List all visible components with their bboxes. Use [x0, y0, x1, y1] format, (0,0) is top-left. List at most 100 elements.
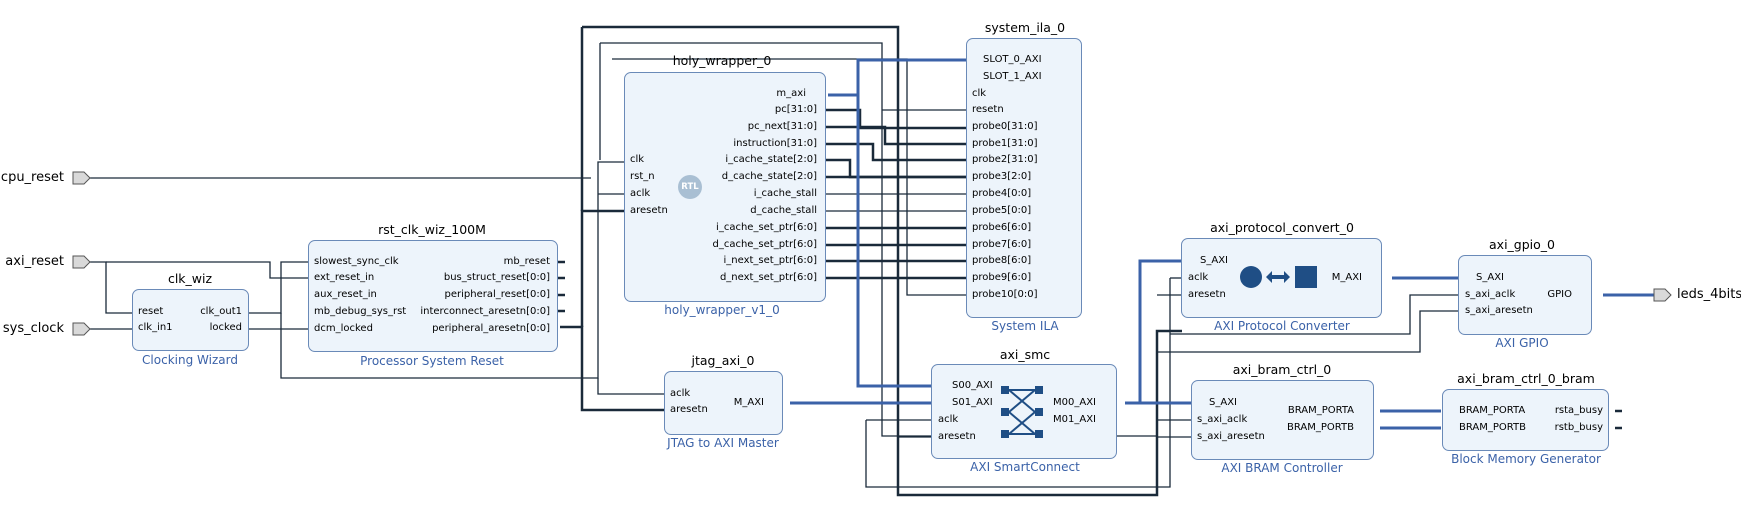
port-label: d_cache_set_ptr[6:0]: [712, 239, 817, 250]
port-label: i_cache_state[2:0]: [725, 154, 817, 165]
block-jtag-axi[interactable]: [664, 371, 783, 435]
block-subtitle: AXI GPIO: [1495, 336, 1549, 350]
port-label: S_AXI: [1476, 272, 1504, 283]
port-label: M_AXI: [733, 397, 764, 408]
port-label: m_axi: [776, 88, 806, 99]
port-label: BRAM_PORTA: [1459, 405, 1526, 416]
port-label: aclk: [1188, 272, 1209, 283]
port-label: slowest_sync_clk: [314, 256, 399, 267]
port-label: BRAM_PORTA: [1287, 405, 1354, 416]
port-label: probe7[6:0]: [972, 239, 1032, 250]
ext-port-leds[interactable]: leds_4bits: [1677, 287, 1741, 302]
port-label: clk_in1: [138, 322, 173, 333]
protocol-convert-icon: [1240, 266, 1317, 288]
port-label: S01_AXI: [952, 397, 993, 408]
port-label: probe9[6:0]: [972, 272, 1032, 283]
port-label: mb_reset: [503, 256, 550, 267]
block-subtitle: System ILA: [991, 319, 1059, 333]
port-label: probe1[31:0]: [972, 138, 1038, 149]
block-title: system_ila_0: [984, 20, 1066, 35]
block-system-ila[interactable]: [966, 38, 1082, 318]
axi-buses: [790, 58, 1656, 430]
block-subtitle: AXI Protocol Converter: [1214, 319, 1350, 333]
port-label: pc[31:0]: [774, 104, 817, 115]
block-clk-wiz[interactable]: [132, 289, 249, 351]
block-title: clk_wiz: [167, 271, 213, 286]
port-label: resetn: [972, 104, 1004, 115]
block-subtitle: AXI SmartConnect: [970, 460, 1080, 474]
port-label: locked: [209, 322, 242, 333]
port-label: aclk: [670, 388, 691, 399]
port-label: S00_AXI: [952, 380, 993, 391]
block-subtitle: Clocking Wizard: [142, 353, 238, 367]
port-label: dcm_locked: [314, 323, 373, 334]
port-label: rst_n: [630, 171, 655, 182]
port-label: instruction[31:0]: [733, 138, 817, 149]
port-label: clk: [972, 88, 987, 99]
leds-port-icon: [1653, 288, 1672, 302]
port-label: rsta_busy: [1554, 405, 1603, 416]
port-label: mb_debug_sys_rst: [314, 306, 407, 317]
ext-port-cpu-reset[interactable]: cpu_reset: [0, 170, 64, 185]
block-title: axi_bram_ctrl_0_bram: [1457, 371, 1595, 386]
port-label: pc_next[31:0]: [747, 121, 817, 132]
port-label: aux_reset_in: [314, 289, 377, 300]
port-label: aresetn: [630, 205, 668, 216]
block-title: jtag_axi_0: [691, 353, 755, 368]
ext-port-sys-clock[interactable]: sys_clock: [2, 321, 64, 336]
port-label: SLOT_0_AXI: [983, 54, 1042, 65]
port-label: d_cache_stall: [750, 205, 817, 216]
block-memory-generator[interactable]: [1442, 389, 1609, 451]
block-title: rst_clk_wiz_100M: [378, 222, 486, 237]
port-label: probe5[0:0]: [972, 205, 1032, 216]
port-label: s_axi_aresetn: [1197, 431, 1265, 442]
block-subtitle: Processor System Reset: [360, 354, 504, 368]
port-label: probe6[6:0]: [972, 222, 1032, 233]
port-label: s_axi_aclk: [1197, 414, 1248, 425]
block-subtitle: JTAG to AXI Master: [667, 436, 779, 450]
block-subtitle: holy_wrapper_v1_0: [664, 303, 780, 317]
port-label: probe4[0:0]: [972, 188, 1032, 199]
port-label: M00_AXI: [1053, 397, 1096, 408]
port-label: probe10[0:0]: [972, 289, 1038, 300]
port-label: probe3[2:0]: [972, 171, 1032, 182]
port-label: aresetn: [938, 431, 976, 442]
port-label: interconnect_aresetn[0:0]: [420, 306, 550, 317]
crossbar-icon: [1001, 386, 1043, 438]
rtl-badge-icon: RTL: [678, 175, 702, 199]
port-label: GPIO: [1547, 289, 1572, 300]
port-label: i_cache_stall: [753, 188, 817, 199]
port-label: aclk: [938, 414, 959, 425]
block-subtitle: AXI BRAM Controller: [1221, 461, 1343, 475]
port-label: i_next_set_ptr[6:0]: [723, 255, 818, 266]
port-label: BRAM_PORTB: [1459, 422, 1526, 433]
port-label: reset: [138, 306, 164, 317]
port-label: peripheral_aresetn[0:0]: [432, 323, 550, 334]
port-label: i_cache_set_ptr[6:0]: [716, 222, 817, 233]
port-label: S_AXI: [1209, 397, 1237, 408]
port-label: d_next_set_ptr[6:0]: [719, 272, 817, 283]
port-label: SLOT_1_AXI: [983, 71, 1042, 82]
block-title: axi_smc: [999, 347, 1051, 362]
block-title: axi_bram_ctrl_0: [1232, 362, 1332, 377]
port-label: aresetn: [1188, 289, 1226, 300]
block-axi-smartconnect[interactable]: [931, 364, 1117, 459]
block-title: axi_gpio_0: [1489, 237, 1555, 252]
port-label: clk_out1: [200, 306, 242, 317]
ext-port-axi-reset[interactable]: axi_reset: [5, 254, 64, 269]
block-subtitle: Block Memory Generator: [1451, 452, 1601, 466]
port-label: rstb_busy: [1554, 422, 1603, 433]
block-axi-bram-controller[interactable]: [1191, 380, 1374, 460]
port-label: probe8[6:0]: [972, 255, 1032, 266]
block-axi-gpio[interactable]: [1458, 255, 1592, 335]
port-label: s_axi_aresetn: [1465, 305, 1533, 316]
port-label: M_AXI: [1331, 272, 1362, 283]
block-title: holy_wrapper_0: [672, 53, 772, 68]
block-holy-wrapper[interactable]: [624, 72, 826, 302]
port-label: BRAM_PORTB: [1287, 422, 1354, 433]
sys-clock-port-icon: [72, 322, 91, 336]
block-proc-sys-reset[interactable]: [308, 240, 558, 352]
port-label: S_AXI: [1200, 255, 1228, 266]
port-label: clk: [630, 154, 645, 165]
port-label: ext_reset_in: [314, 272, 375, 283]
